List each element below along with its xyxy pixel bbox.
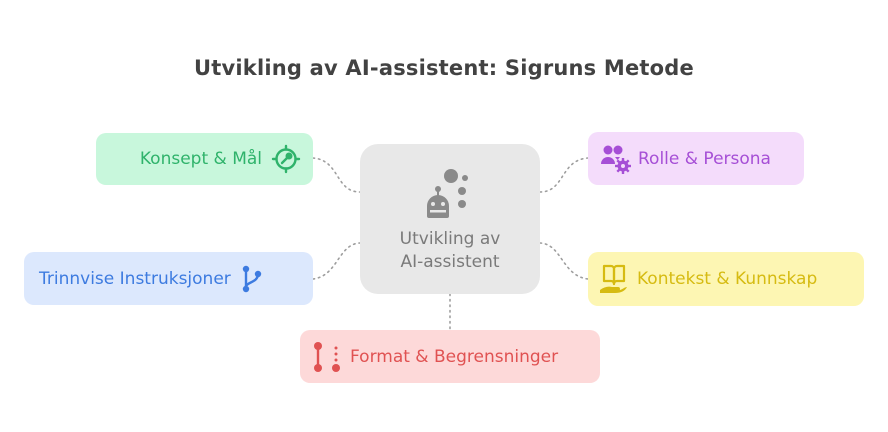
ruler-dots-icon bbox=[314, 341, 340, 372]
node-format-label: Format & Begrensninger bbox=[350, 346, 559, 367]
diagram-title: Utvikling av AI-assistent: Sigruns Metod… bbox=[194, 56, 694, 80]
connector-kontekst bbox=[539, 242, 589, 280]
node-trinnvise-instruksjoner[interactable]: Trinnvise Instruksjoner bbox=[24, 252, 313, 305]
node-kontekst-kunnskap[interactable]: Kontekst & Kunnskap bbox=[588, 252, 864, 306]
center-node[interactable]: Utvikling av AI-assistent bbox=[360, 144, 540, 294]
node-rolle-persona[interactable]: Rolle & Persona bbox=[588, 132, 804, 185]
node-kontekst-label: Kontekst & Kunnskap bbox=[637, 269, 818, 289]
node-konsept-label: Konsept & Mål bbox=[139, 149, 262, 169]
book-hand-icon bbox=[600, 264, 627, 293]
users-gear-icon bbox=[601, 145, 631, 174]
robot-icon bbox=[427, 169, 468, 218]
center-label-line2: AI-assistent bbox=[400, 252, 500, 272]
node-format-begrensninger[interactable]: Format & Begrensninger bbox=[300, 330, 600, 383]
center-label-line1: Utvikling av bbox=[399, 229, 501, 249]
target-icon bbox=[271, 144, 301, 174]
node-trinnvise-label: Trinnvise Instruksjoner bbox=[39, 268, 231, 289]
node-rolle-label: Rolle & Persona bbox=[638, 148, 771, 169]
connector-konsept bbox=[312, 157, 361, 193]
node-konsept-mal[interactable]: Konsept & Mål bbox=[96, 133, 313, 185]
connector-trinnvise bbox=[312, 242, 361, 280]
branch-icon bbox=[242, 265, 261, 292]
connector-rolle bbox=[539, 157, 589, 193]
